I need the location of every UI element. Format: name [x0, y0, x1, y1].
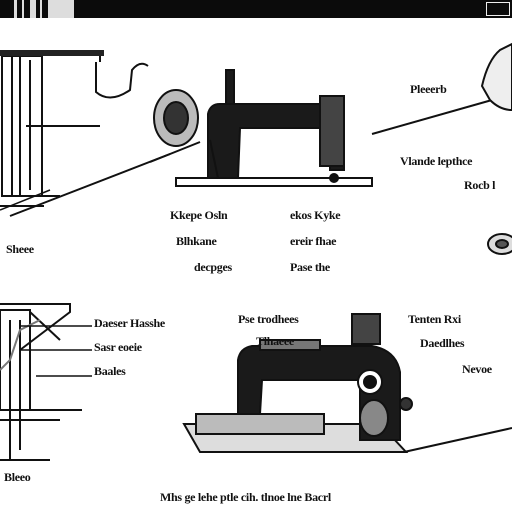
label-left-mid: Sheee: [6, 242, 34, 256]
label-lower-center-1: Pse trodhees: [238, 312, 299, 326]
leader-line: [371, 99, 493, 135]
banner-mark: [22, 0, 24, 18]
label-center-right-3: Pase the: [290, 260, 330, 274]
banner-mark: [48, 0, 74, 18]
label-center-left-3: decpges: [194, 260, 232, 274]
upper-right-part: [480, 42, 512, 112]
label-lower-right-2: Daedlhes: [420, 336, 465, 350]
label-right-mid-2: Rocb l: [464, 178, 496, 192]
leader-line: [9, 153, 171, 217]
label-lower-center-2: Tlhaeee: [256, 334, 294, 348]
label-lower-left-2: Sasr eoeie: [94, 340, 142, 354]
label-top-right: Pleeerb: [410, 82, 447, 96]
label-lower-right-1: Tenten Rxi: [408, 312, 461, 326]
lower-left-frame: [0, 303, 82, 461]
label-bottom-left: Bleeo: [4, 470, 31, 484]
upper-left-rail: [0, 50, 104, 56]
label-center-left-1: Kkepe Osln: [170, 208, 228, 222]
banner-corner-box: [486, 2, 510, 16]
leader-line: [403, 427, 512, 453]
banner-mark: [14, 0, 17, 18]
top-black-banner: [0, 0, 512, 18]
label-center-left-2: Blhkane: [176, 234, 217, 248]
label-center-right-1: ekos Kyke: [290, 208, 341, 222]
label-center-right-2: ereir fhae: [290, 234, 337, 248]
banner-mark: [30, 0, 36, 18]
label-lower-right-3: Nevoe: [462, 362, 492, 376]
label-right-mid-1: Vlande lepthce: [400, 154, 473, 168]
label-lower-left-1: Daeser Hasshe: [94, 316, 165, 330]
upper-left-frame: [0, 51, 149, 211]
upper-sewing-machine: [149, 69, 373, 187]
lower-sewing-machine: [182, 313, 413, 453]
bottom-caption: Mhs ge lehe ptle cih. tlnoe lne Bacrl: [160, 490, 331, 504]
banner-mark: [40, 0, 42, 18]
label-lower-left-3: Baales: [94, 364, 126, 378]
spool-part: [487, 233, 512, 255]
